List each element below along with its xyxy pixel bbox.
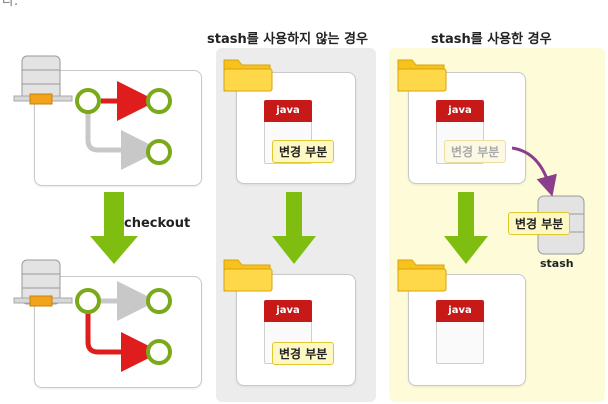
database-icon [13, 259, 73, 307]
change-label: 변경 부분 [272, 342, 335, 365]
change-label: 변경 부분 [272, 140, 335, 163]
title-without-stash: stash를 사용하지 않는 경우 [207, 32, 368, 47]
title-with-stash: stash를 사용한 경우 [431, 32, 552, 47]
stash-label: stash [540, 257, 574, 270]
commit-node [75, 88, 101, 114]
change-label-faded: 변경 부분 [444, 140, 507, 163]
stashed-change-label: 변경 부분 [508, 212, 571, 235]
down-arrow-icon [272, 192, 316, 264]
commit-node [146, 139, 172, 165]
branch-line-red [85, 313, 161, 372]
top-text-fragment: 다. [2, 0, 19, 9]
folder-icon [397, 59, 447, 92]
commit-node [146, 339, 172, 365]
folder-icon [397, 259, 447, 292]
stash-move-arrow [511, 146, 557, 197]
commit-node [146, 288, 172, 314]
checkout-label: checkout [124, 216, 191, 231]
down-arrow-icon [90, 192, 138, 264]
folder-icon [223, 259, 273, 292]
folder-icon [223, 59, 273, 92]
database-icon [13, 55, 73, 105]
java-file-icon: java [436, 300, 484, 364]
commit-node [146, 88, 172, 114]
down-arrow-icon [444, 192, 488, 264]
repo-panel-before [34, 70, 202, 186]
commit-node [75, 288, 101, 314]
branch-line-gray [85, 112, 161, 170]
